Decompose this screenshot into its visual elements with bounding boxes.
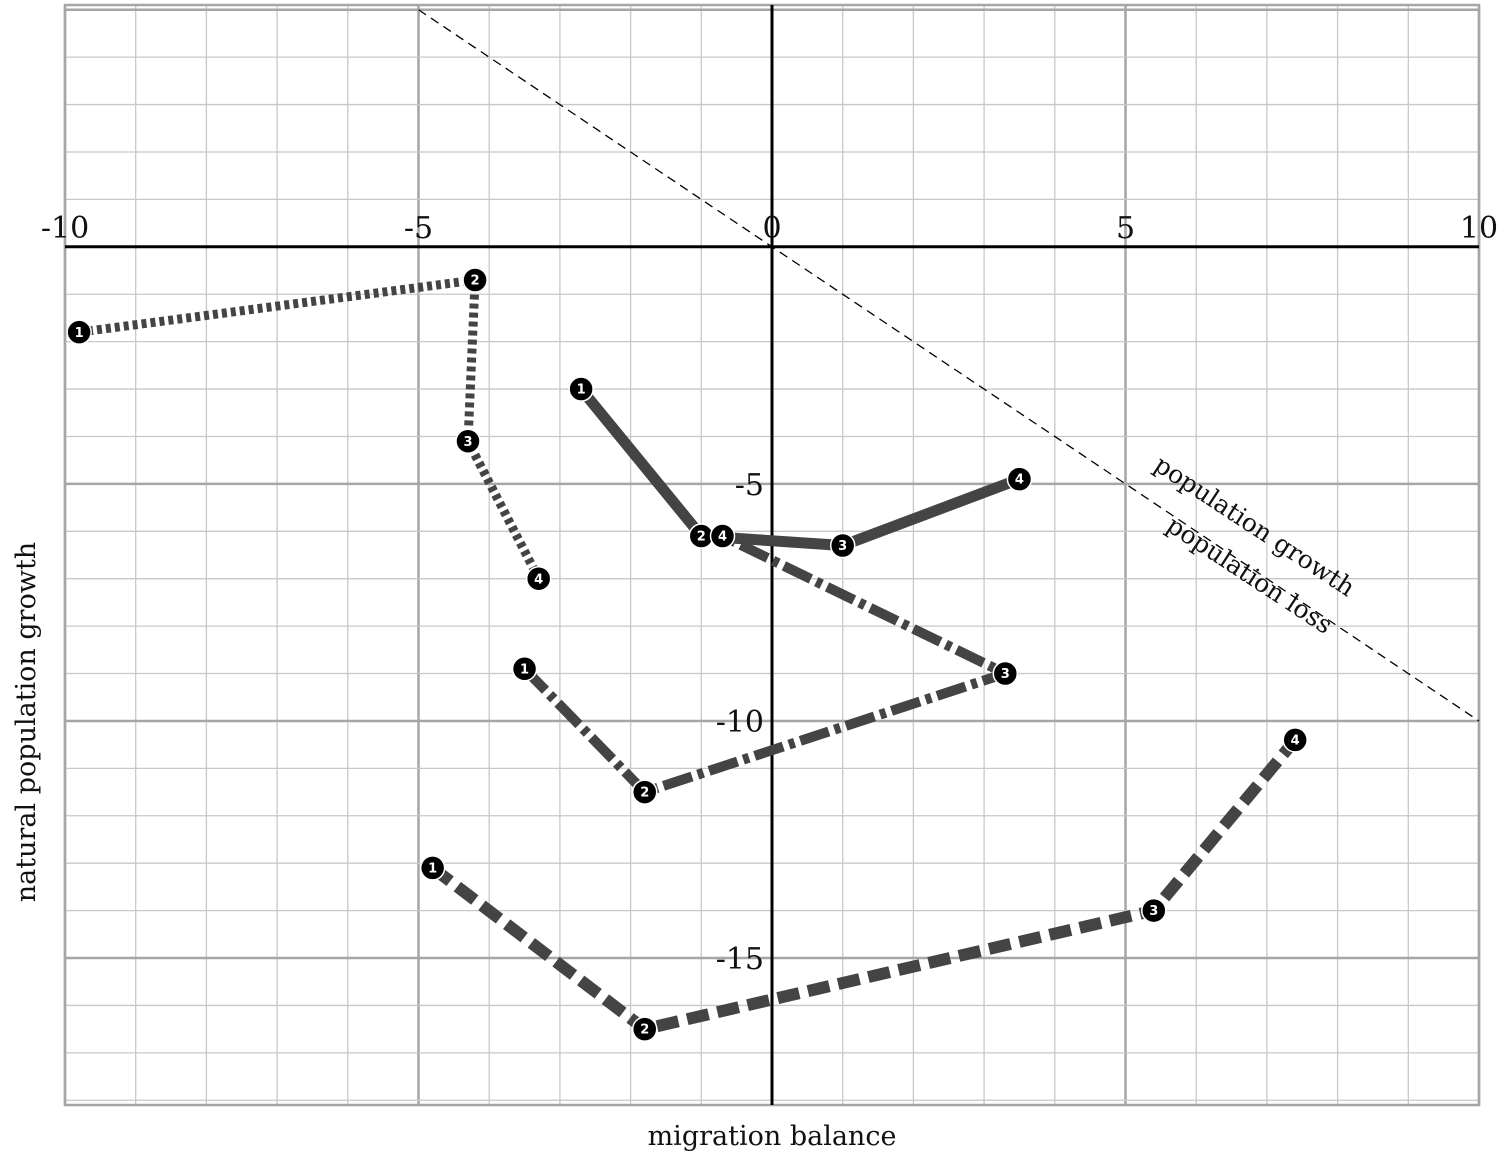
point-marker-label: 3 (838, 539, 847, 554)
series-line-dashed (428, 736, 1300, 1036)
point-marker-label: 2 (471, 274, 480, 289)
x-tick-label: 0 (762, 211, 781, 246)
reference-line (418, 9, 1480, 722)
series-line-dotted (78, 274, 543, 581)
series-line-solid (576, 385, 1022, 552)
point-marker-label: 1 (577, 383, 586, 398)
y-tick-label: -10 (716, 705, 764, 740)
x-tick-label: -10 (41, 211, 89, 246)
point-marker (511, 656, 538, 682)
point-marker (1141, 897, 1167, 924)
point-marker-label: 4 (1291, 734, 1300, 749)
point-marker (631, 1016, 658, 1042)
point-marker (462, 267, 488, 293)
point-marker (1282, 727, 1308, 753)
point-marker-label: 4 (718, 530, 727, 545)
x-tick-label: 10 (1460, 211, 1498, 246)
x-tick-label: 5 (1116, 211, 1135, 246)
point-marker (829, 532, 856, 559)
axes (65, 5, 1479, 1105)
reference-line-layer (418, 9, 1480, 722)
point-marker-label: 3 (1001, 667, 1010, 682)
point-marker (631, 779, 658, 805)
point-marker (525, 565, 552, 592)
point-marker (66, 319, 92, 345)
point-marker-label: 1 (75, 326, 84, 341)
y-tick-label: -5 (735, 468, 764, 503)
y-tick-label: -15 (716, 942, 764, 977)
point-marker-label: 4 (1015, 473, 1024, 488)
point-marker-label: 3 (1149, 904, 1158, 919)
point-marker-label: 4 (534, 572, 543, 587)
text-layer: migration balance natural population gro… (11, 211, 1498, 1152)
point-marker (1006, 466, 1033, 492)
point-marker-label: 1 (520, 662, 529, 677)
point-marker (455, 428, 481, 454)
series-line-dashdot (520, 531, 1019, 798)
point-marker-label: 2 (640, 1023, 649, 1038)
point-marker-label: 1 (428, 862, 437, 877)
x-axis-label: migration balance (648, 1121, 897, 1152)
point-marker (419, 855, 446, 881)
y-axis-label: natural population growth (11, 542, 42, 902)
point-marker (709, 523, 736, 549)
marker-layer: 1 2 3 4 1 2 3 4 1 2 3 4 1 2 3 4 (66, 267, 1308, 1042)
series-layer (78, 274, 1300, 1036)
x-tick-label: -5 (404, 211, 433, 246)
point-marker-label: 2 (640, 786, 649, 801)
point-marker-label: 3 (463, 435, 472, 450)
point-marker (568, 376, 594, 402)
point-marker-label: 2 (697, 530, 706, 545)
point-marker (992, 660, 1019, 687)
